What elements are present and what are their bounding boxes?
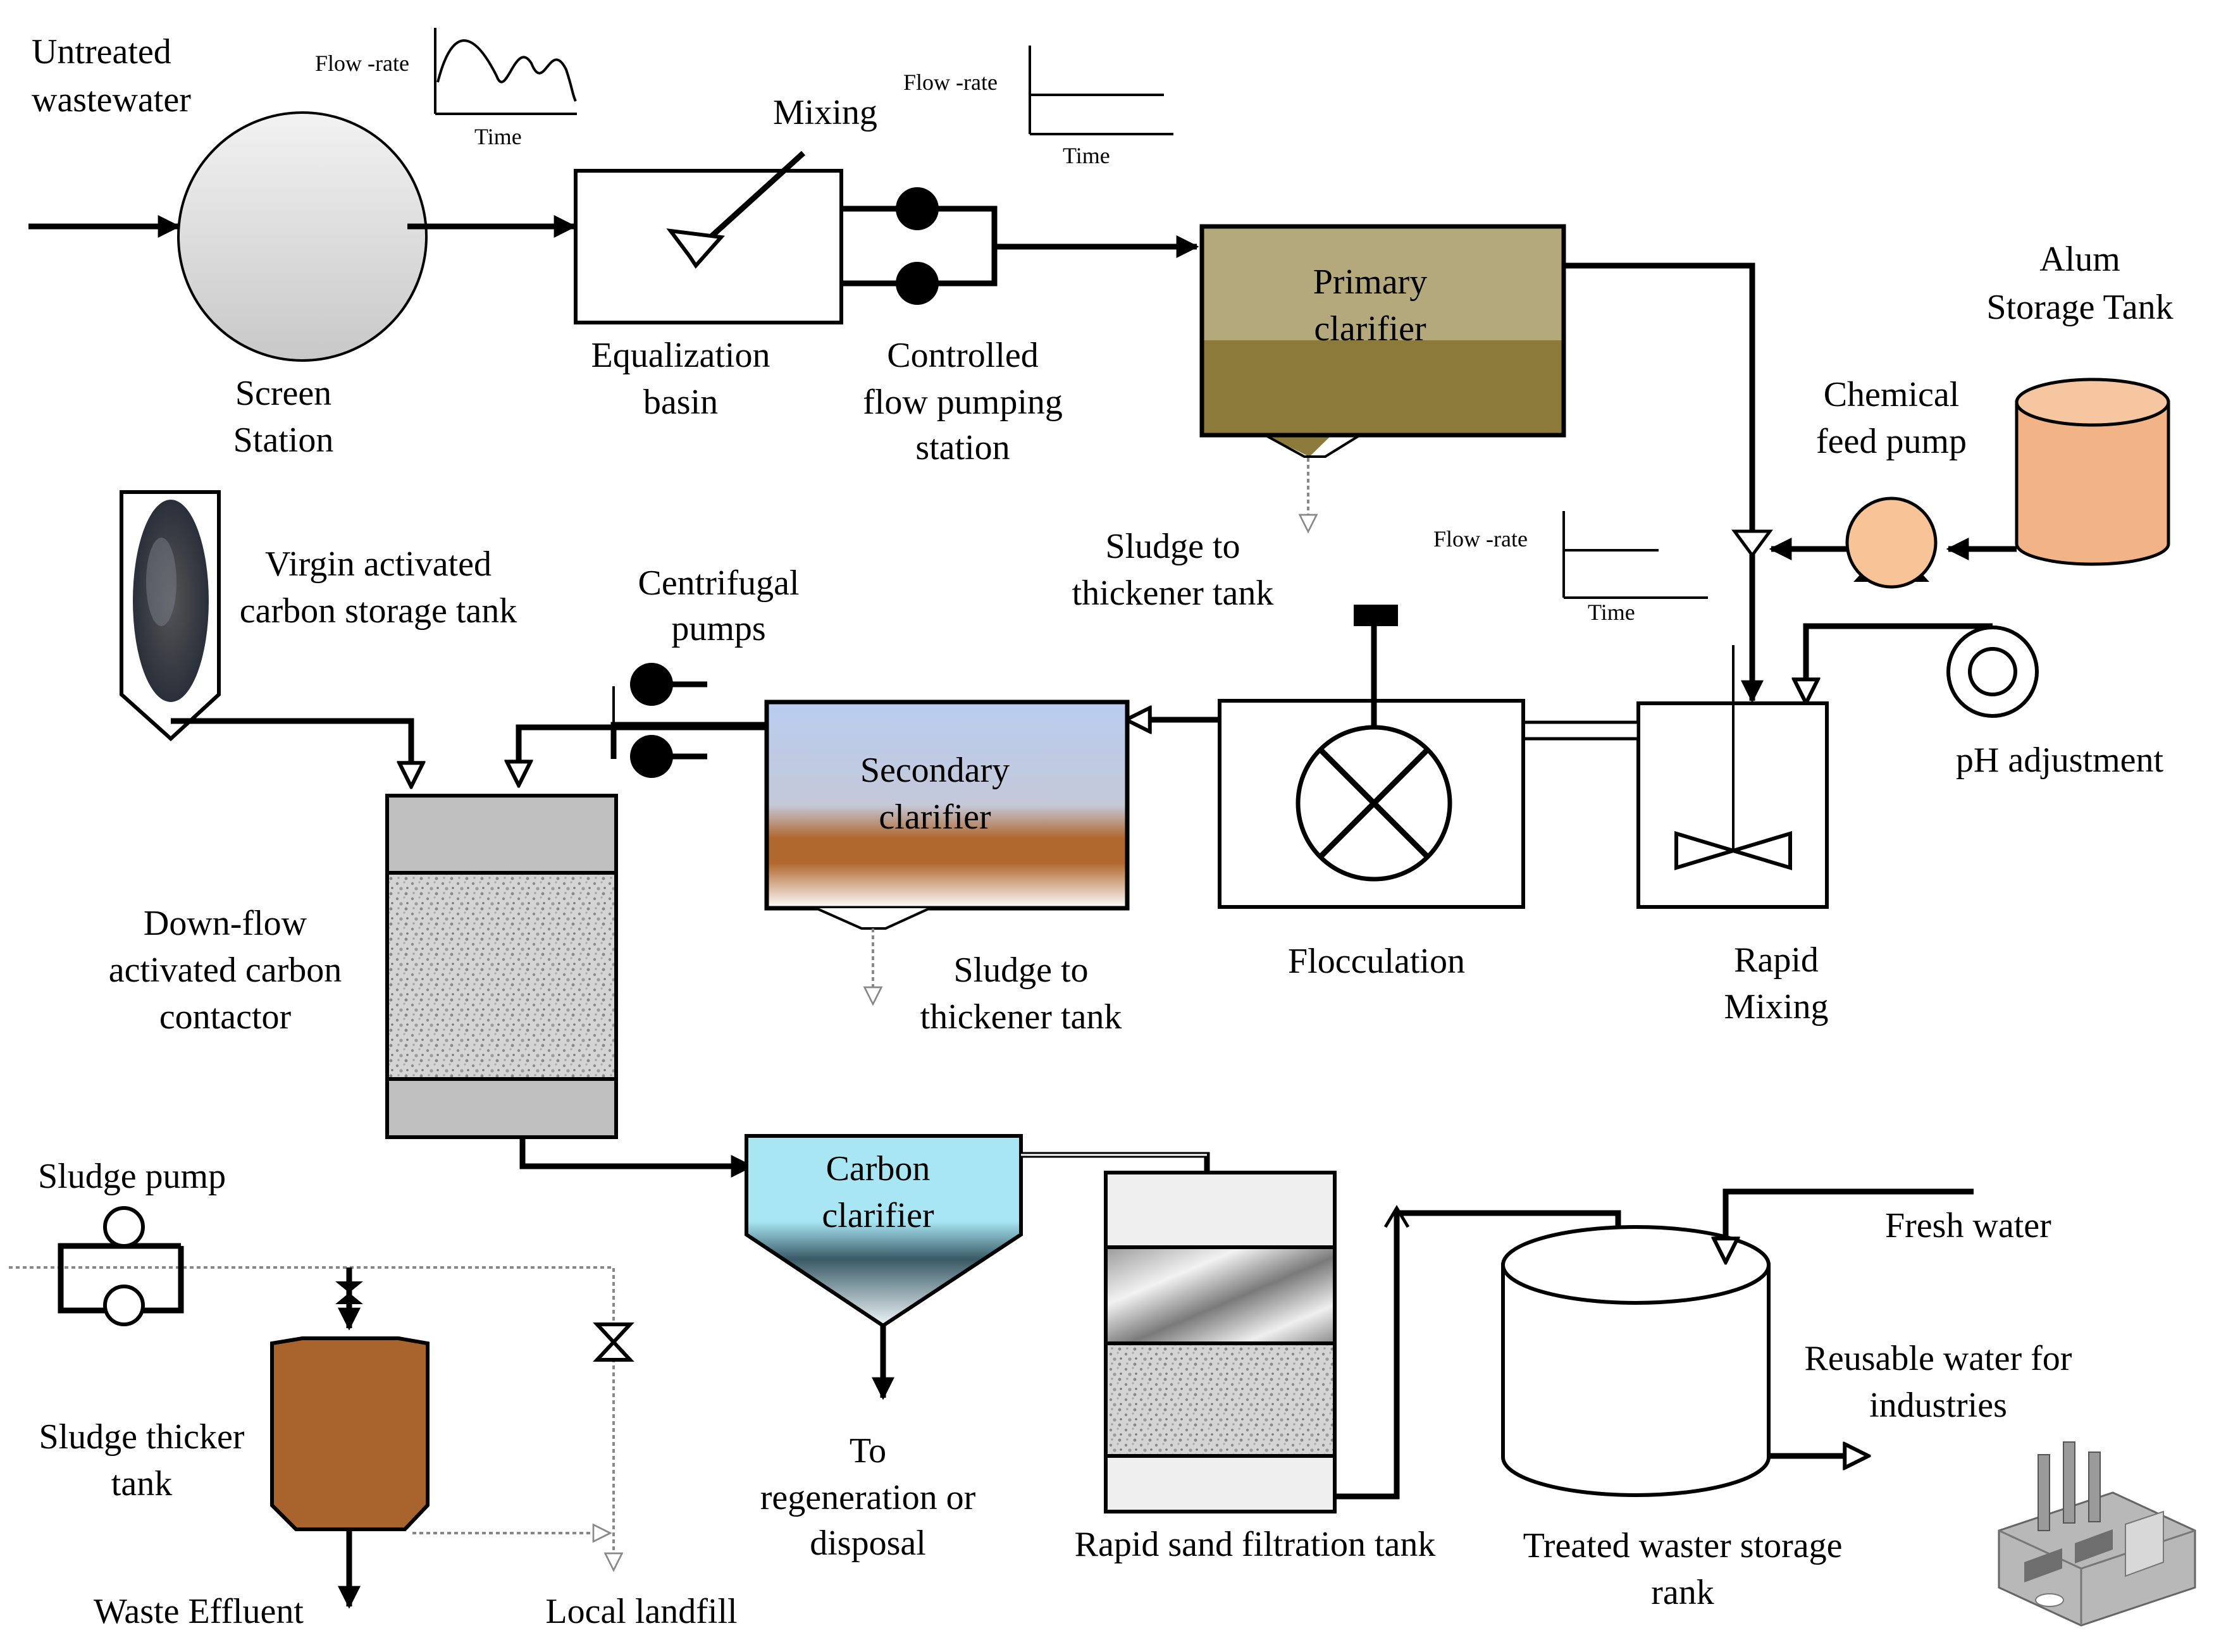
label-chem-1: Chemical (1824, 375, 1960, 414)
centrifugal-pumps (519, 663, 767, 783)
rapid-sand-filter (1104, 1171, 1337, 1513)
label-mixing: Mixing (773, 93, 877, 132)
screen-station (177, 111, 428, 362)
label-carbon-clarifier-2: clarifier (822, 1196, 934, 1235)
label-cfps-1: Controlled (887, 336, 1039, 375)
label-cfps-3: station (915, 428, 1010, 467)
carbon-clarifier (745, 1134, 1023, 1328)
flow-chart-variable (434, 28, 577, 115)
label-primary-2: clarifier (1314, 309, 1426, 348)
label-primary-1: Primary (1313, 262, 1427, 302)
chart1-time-label: Time (474, 124, 522, 149)
label-equalization-1: Equalization (591, 336, 770, 375)
controlled-flow-pumps (843, 187, 1199, 305)
label-screen-1: Screen (235, 374, 331, 413)
label-virgin-1: Virgin activated (265, 545, 492, 584)
label-alum-1: Alum (2039, 240, 2120, 279)
chart1-flow-label: Flow -rate (315, 51, 409, 76)
ph-adjustment-reel (1946, 626, 2039, 718)
label-cfps-2: flow pumping (863, 383, 1063, 422)
label-alum-2: Storage Tank (1986, 288, 2173, 327)
ph-feed-line (1806, 623, 1993, 701)
label-regen-1: To (850, 1431, 886, 1470)
label-equalization-2: basin (643, 383, 718, 422)
label-sludge-pump: Sludge pump (38, 1157, 226, 1196)
sludge-pump (58, 1206, 184, 1326)
landfill-valve (593, 1322, 634, 1362)
label-centrifugal-2: pumps (671, 609, 765, 648)
label-ph: pH adjustment (1956, 741, 2164, 780)
label-rapid-mix-2: Mixing (1724, 987, 1829, 1026)
primary-clarifier (1199, 224, 1566, 458)
chart2-time-label: Time (1063, 143, 1110, 168)
sludge-thickener-tank (270, 1336, 430, 1531)
fresh-water-inlet (1726, 1188, 1974, 1260)
label-downflow-2: activated carbon (109, 951, 342, 990)
virgin-carbon-feed (171, 718, 411, 784)
activated-carbon-contactor (385, 794, 618, 1139)
label-rapid-sand: Rapid sand filtration tank (1075, 1525, 1436, 1564)
label-untreated-1: Untreated (32, 32, 171, 71)
flow-chart-constant-2 (1562, 511, 1708, 599)
label-regen-2: regeneration or (760, 1478, 976, 1517)
label-centrifugal-1: Centrifugal (638, 564, 799, 603)
label-secondary-sludge-1: Sludge to (953, 951, 1088, 990)
label-reusable-2: industries (1869, 1386, 2007, 1425)
label-rapid-mix-1: Rapid (1734, 940, 1819, 980)
label-treated-2: rank (1651, 1573, 1714, 1612)
flocculator (1296, 605, 1452, 882)
sludge-valve (335, 1267, 363, 1331)
label-downflow-1: Down-flow (144, 904, 307, 943)
label-flocculation: Flocculation (1288, 942, 1465, 981)
label-reusable-1: Reusable water for (1805, 1339, 2072, 1378)
label-chem-2: feed pump (1816, 422, 1967, 461)
alum-injection-point (1731, 529, 1773, 558)
primary-to-rapid-mix (1564, 262, 1764, 703)
label-carbon-clarifier-1: Carbon (826, 1149, 931, 1188)
chart2-flow-label: Flow -rate (903, 70, 998, 95)
rapid-mixer-impeller (1674, 645, 1792, 871)
secondary-clarifier (764, 700, 1130, 930)
label-secondary-2: clarifier (879, 798, 991, 837)
label-virgin-2: carbon storage tank (240, 591, 517, 631)
label-screen-2: Station (233, 421, 334, 460)
label-primary-sludge-1: Sludge to (1105, 527, 1240, 566)
alum-storage-tank (2015, 378, 2170, 566)
contactor-to-carbon-clarifier (519, 1137, 754, 1178)
label-treated-1: Treated waster storage (1523, 1526, 1843, 1565)
label-fresh-water: Fresh water (1885, 1206, 2051, 1245)
label-sludge-thicker-1: Sludge thicker (39, 1417, 244, 1457)
label-regen-3: disposal (810, 1524, 926, 1563)
label-sludge-thicker-2: tank (111, 1464, 172, 1503)
label-secondary-1: Secondary (860, 751, 1010, 790)
label-waste-effluent: Waste Effluent (94, 1592, 304, 1631)
label-primary-sludge-2: thickener tank (1072, 574, 1274, 613)
label-untreated-2: wastewater (32, 80, 191, 120)
label-downflow-3: contactor (159, 997, 292, 1037)
industry-icon (1998, 1441, 2196, 1627)
flow-chart-constant-1 (1029, 46, 1173, 135)
chemical-feed-pump (1845, 496, 1938, 589)
chart3-time-label: Time (1588, 600, 1635, 625)
chart3-flow-label: Flow -rate (1433, 526, 1528, 552)
label-secondary-sludge-2: thickener tank (920, 997, 1122, 1037)
mixer-symbol (666, 151, 806, 269)
label-landfill: Local landfill (545, 1592, 737, 1631)
treated-water-storage-tank (1501, 1225, 1771, 1497)
virgin-carbon-storage-tank (120, 490, 221, 742)
